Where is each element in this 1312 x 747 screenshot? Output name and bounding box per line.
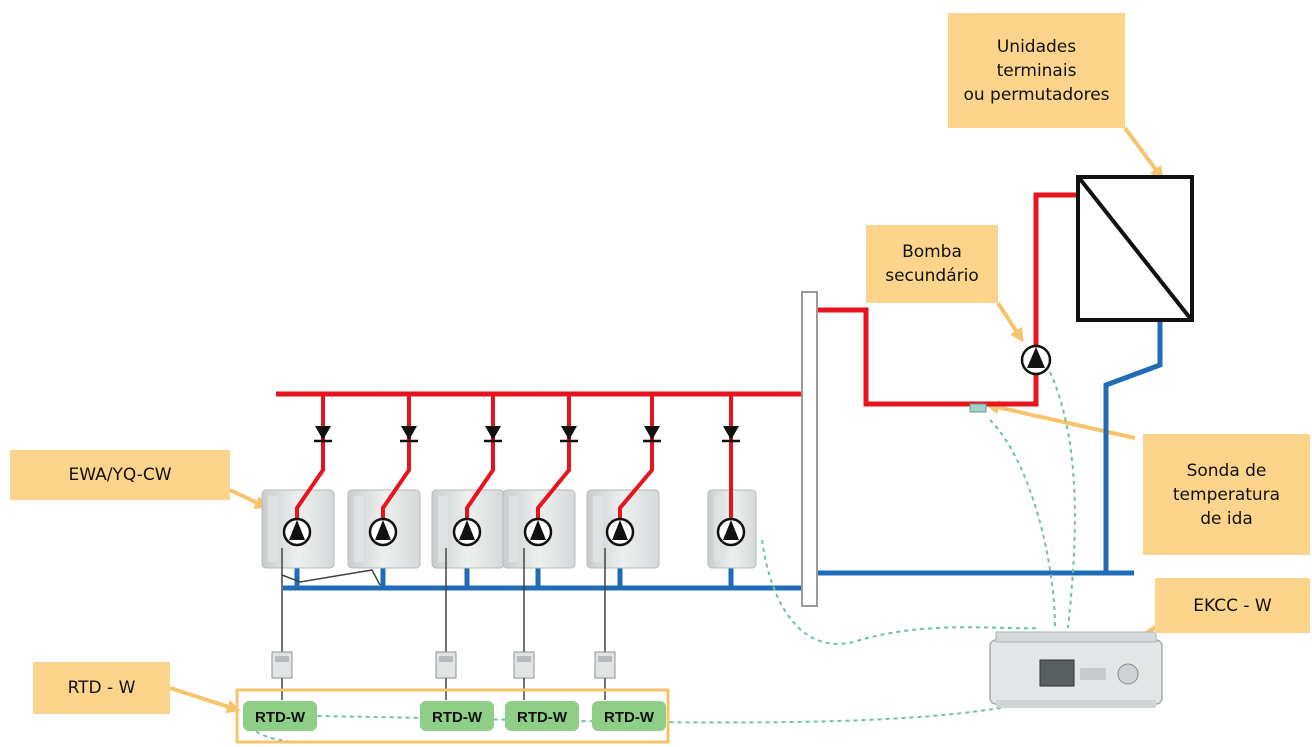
secondary-pump-icon xyxy=(1022,346,1050,374)
unit-grille xyxy=(354,496,364,562)
rtd-module-label: RTD-W xyxy=(432,709,483,726)
check-valve-icon xyxy=(561,426,577,440)
callout-controller-text: EKCC - W xyxy=(1193,594,1271,618)
heat-pump-unit xyxy=(262,394,334,568)
rtd-module: RTD-W xyxy=(420,701,494,731)
rtd-sensor-icon xyxy=(436,652,456,700)
callout-unit-model: EWA/YQ-CW xyxy=(10,450,230,500)
rtd-sensor-body xyxy=(272,652,292,678)
check-valve-icon xyxy=(315,426,331,440)
check-valve-icon xyxy=(485,426,501,440)
unit-grille xyxy=(593,496,603,562)
heat-pump-units xyxy=(262,394,756,568)
rtd-sensor-body xyxy=(514,652,534,678)
flow-sensor-icon xyxy=(970,404,986,412)
rtd-sensor-display xyxy=(598,656,612,662)
heat-pump-unit xyxy=(587,394,661,568)
unit-grille xyxy=(268,496,278,562)
callout-controller: EKCC - W xyxy=(1155,578,1310,633)
check-valve-icon xyxy=(644,426,660,440)
callout-unit-model-text: EWA/YQ-CW xyxy=(68,463,171,487)
rtd-module-label: RTD-W xyxy=(517,709,568,726)
unit-grille xyxy=(509,496,519,562)
rtd-module: RTD-W xyxy=(505,701,579,731)
heat-exchanger xyxy=(1078,177,1192,320)
rtd-module-label: RTD-W xyxy=(255,709,306,726)
callout-flow-sensor: Sonda de temperatura de ida xyxy=(1143,434,1310,555)
rtd-sensors xyxy=(272,652,615,700)
callout-terminal-units: Unidades terminais ou permutadores xyxy=(948,13,1125,128)
rtd-sensor-display xyxy=(517,656,531,662)
rtd-sensor-icon xyxy=(595,652,615,700)
rtd-module-label: RTD-W xyxy=(604,709,655,726)
heat-pump-unit xyxy=(348,394,420,568)
callout-flow-sensor-text: Sonda de temperatura de ida xyxy=(1173,459,1280,531)
callout-rtd: RTD - W xyxy=(33,662,170,714)
heat-pump-unit xyxy=(432,394,504,568)
rtd-sensor-display xyxy=(439,656,453,662)
heat-pump-unit xyxy=(708,394,756,568)
hydraulic-separator xyxy=(802,292,817,606)
callout-secondary-pump-text: Bomba secundário xyxy=(885,240,979,288)
heat-pump-unit xyxy=(503,394,578,568)
callout-rtd-text: RTD - W xyxy=(68,676,136,700)
rtd-sensor-display xyxy=(275,656,289,662)
rtd-sensor-icon xyxy=(272,652,292,700)
callout-terminal-units-text: Unidades terminais ou permutadores xyxy=(956,35,1117,107)
rtd-modules: RTD-W RTD-W RTD-W RTD-W xyxy=(243,701,666,731)
check-valve-icon xyxy=(401,426,417,440)
rtd-module: RTD-W xyxy=(592,701,666,731)
check-valve-icon xyxy=(723,426,739,440)
callout-secondary-pump: Bomba secundário xyxy=(866,225,998,303)
rtd-module: RTD-W xyxy=(243,701,317,731)
rtd-sensor-body xyxy=(436,652,456,678)
ekcc-controller-icon xyxy=(990,632,1162,708)
rtd-sensor-icon xyxy=(514,652,534,700)
rtd-sensor-body xyxy=(595,652,615,678)
